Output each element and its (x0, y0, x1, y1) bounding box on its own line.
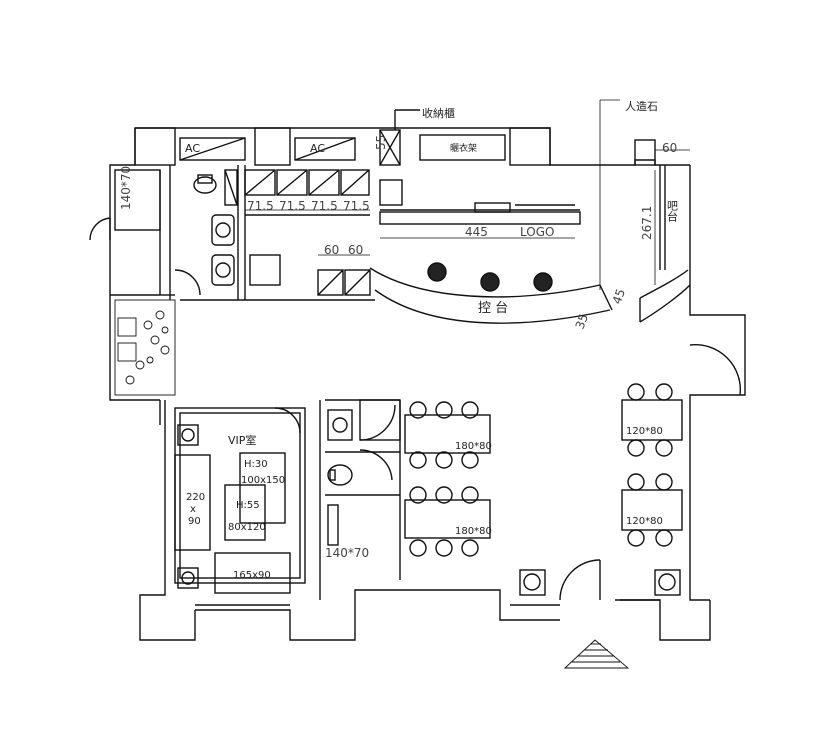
bar-stools (427, 262, 553, 292)
cabinet-dim-3: 71.5 (311, 199, 338, 213)
garden-strip (114, 299, 176, 396)
bed-bottom-dimension: 140*70 (325, 546, 369, 560)
sofa-x: x (190, 504, 196, 515)
vip-80x120: 80x120 (228, 522, 266, 533)
dim-45: 45 (610, 287, 628, 306)
vip-100x150: 100x150 (241, 475, 285, 486)
curved-counter (369, 267, 691, 324)
bed-top-dimension: 140*70 (119, 166, 133, 210)
cabinet-dim-4: 71.5 (343, 199, 370, 213)
vip-room (174, 407, 306, 606)
counter-label: 控 台 (478, 301, 508, 316)
bathroom-top (169, 165, 245, 301)
entrance (510, 343, 742, 606)
dim-445: 445 (465, 225, 488, 239)
sofa-depth: 90 (188, 516, 201, 527)
dimension-lines (245, 99, 690, 290)
cabinet-dim-1: 71.5 (247, 199, 274, 213)
bar-counter-label: 吧台 (666, 200, 679, 222)
storage-area (379, 109, 506, 166)
bedroom-top (89, 169, 175, 296)
dim-60-a: 60 (324, 243, 339, 257)
ac-label-2: AC (310, 142, 325, 155)
kitchen-cabinets (224, 165, 581, 301)
drying-rack-label: 曬衣架 (450, 142, 477, 154)
dim-267: 267.1 (640, 206, 654, 240)
table-4-size: 120*80 (626, 516, 663, 527)
ac-label-1: AC (185, 142, 200, 155)
bathroom-middle (319, 399, 401, 600)
dim-60-b: 60 (348, 243, 363, 257)
dim-55: 55 (374, 135, 388, 150)
entry-steps (563, 639, 630, 669)
vip-h30: H:30 (244, 459, 268, 470)
artificial-stone-label: 人造石 (625, 99, 658, 113)
table-1-size: 180*80 (455, 441, 492, 452)
storage-cabinet-label: 收納櫃 (422, 106, 455, 120)
chairs (409, 383, 673, 557)
table-2-size: 180*80 (455, 526, 492, 537)
sofa-width: 220 (186, 492, 205, 503)
cabinet-dim-2: 71.5 (279, 199, 306, 213)
logo-label: LOGO (520, 225, 554, 239)
vip-165x90: 165x90 (233, 570, 271, 581)
table-3-size: 120*80 (626, 426, 663, 437)
exterior-walls (109, 127, 746, 641)
dim-35: 35 (573, 312, 591, 331)
ac-units (134, 127, 656, 166)
dim-60-top: 60 (662, 141, 677, 155)
vip-h55: H:55 (236, 500, 260, 511)
vip-room-label: VIP室 (228, 433, 256, 447)
